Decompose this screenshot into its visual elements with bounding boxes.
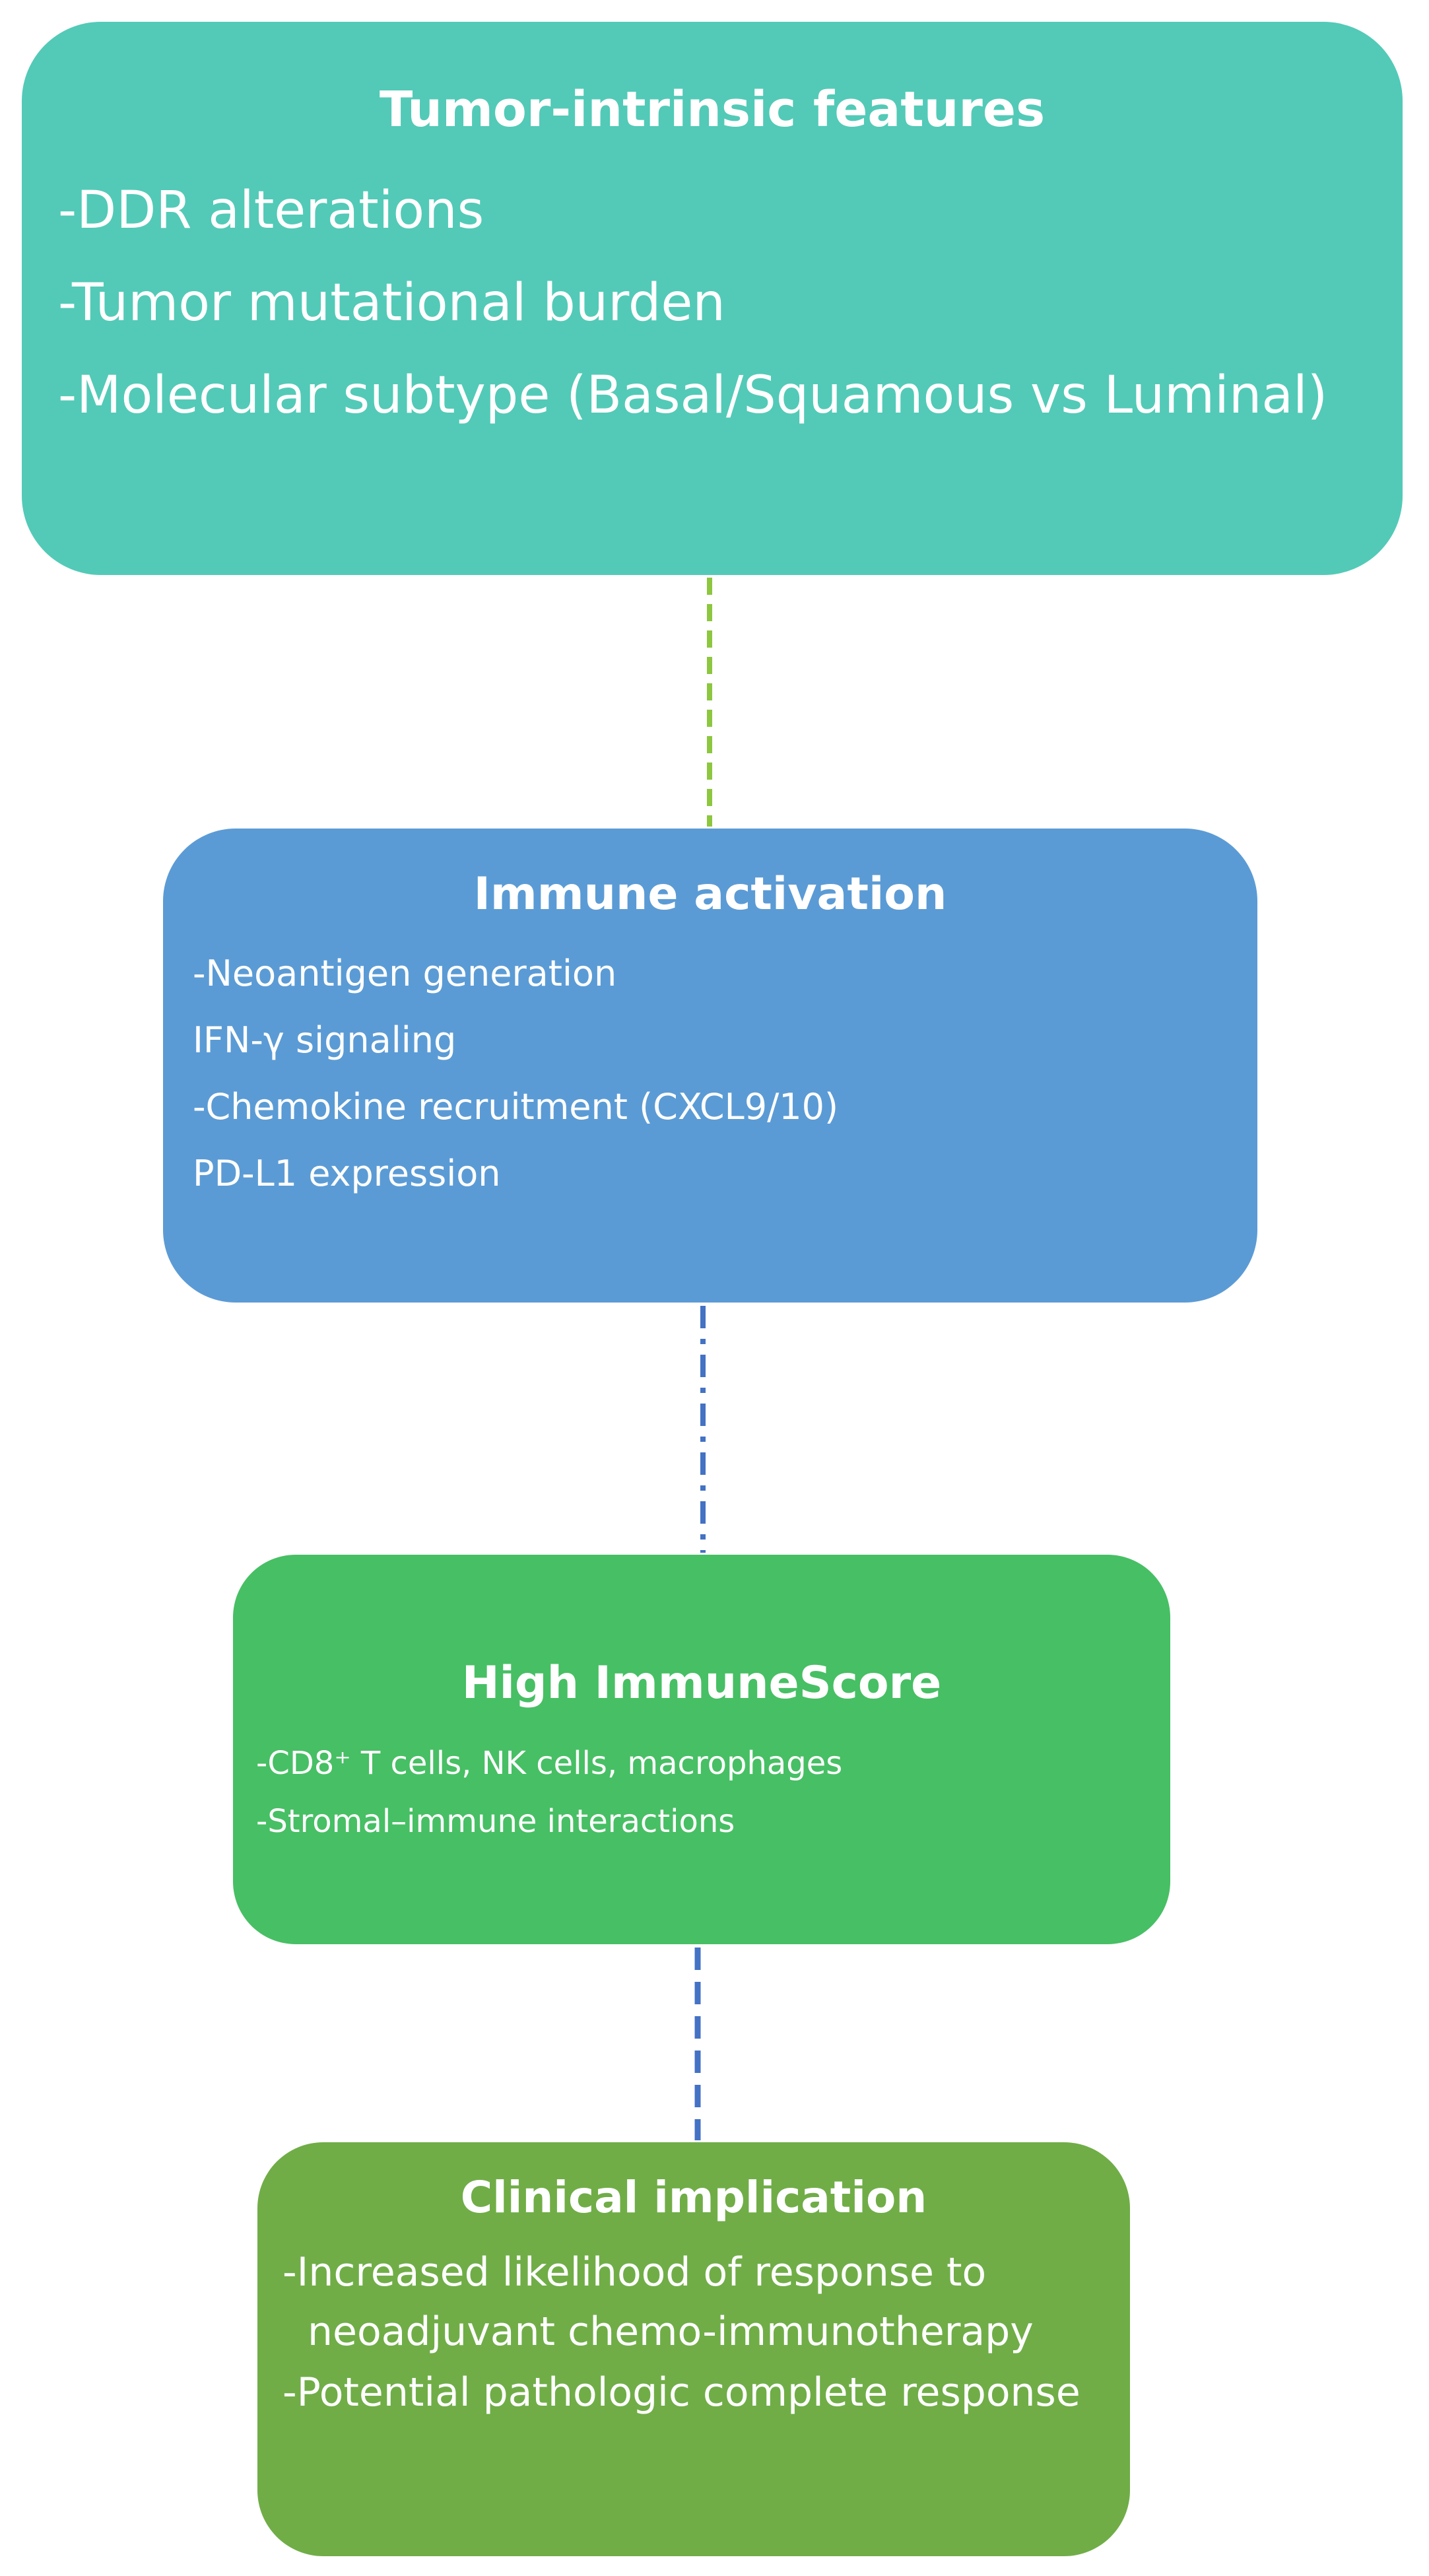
immunescore-item: -Stromal–immune interactions: [256, 1803, 735, 1840]
tumor-intrinsic-item: -DDR alterations: [58, 181, 484, 240]
clinical-implication-box: Clinical implication -Increased likeliho…: [257, 2142, 1130, 2556]
clinical-implication-item: -Potential pathologic complete response: [282, 2369, 1080, 2416]
immune-activation-item: IFN-γ signaling: [193, 1019, 457, 1061]
tumor-intrinsic-title: Tumor-intrinsic features: [379, 81, 1046, 138]
immune-activation-item: PD-L1 expression: [193, 1153, 501, 1194]
tumor-intrinsic-item: -Tumor mutational burden: [58, 273, 725, 333]
immunescore-item: -CD8⁺ T cells, NK cells, macrophages: [256, 1745, 843, 1782]
clinical-implication-item: neoadjuvant chemo-immunotherapy: [308, 2309, 1034, 2355]
clinical-implication-title: Clinical implication: [460, 2172, 927, 2223]
immune-activation-item: -Neoantigen generation: [193, 953, 617, 994]
tumor-intrinsic-box: Tumor-intrinsic features -DDR alteration…: [22, 22, 1403, 575]
immunescore-box: High ImmuneScore -CD8⁺ T cells, NK cells…: [233, 1555, 1170, 1944]
immune-activation-title: Immune activation: [473, 868, 947, 920]
immune-activation-item: -Chemokine recruitment (CXCL9/10): [193, 1086, 839, 1128]
clinical-implication-item: -Increased likelihood of response to: [282, 2249, 987, 2295]
immunescore-title: High ImmuneScore: [461, 1657, 942, 1709]
tumor-intrinsic-item: -Molecular subtype (Basal/Squamous vs Lu…: [58, 366, 1328, 425]
immune-activation-box: Immune activation -Neoantigen generation…: [163, 829, 1257, 1303]
